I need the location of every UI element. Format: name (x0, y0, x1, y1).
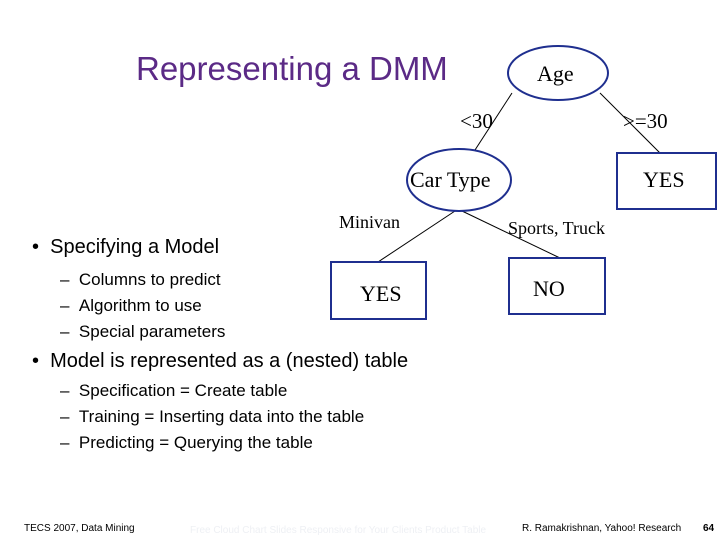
slide-title: Representing a DMM (136, 50, 448, 87)
node-car-type (406, 148, 512, 212)
node-age-label: Age (537, 61, 574, 86)
bullet-text: Specifying a Model (50, 236, 220, 258)
node-age (507, 45, 609, 101)
branch-over-30-label: >=30 (623, 109, 668, 133)
sub-bullet-text: Columns to predict (78, 270, 221, 289)
edge-age-yes (599, 92, 661, 154)
footer-right: R. Ramakrishnan, Yahoo! Research (522, 523, 682, 534)
branch-under-30-label: <30 (460, 109, 493, 133)
node-no (508, 257, 606, 315)
branch-minivan-label: Minivan (339, 212, 400, 232)
node-yes-left (330, 261, 427, 320)
node-yes-right-label: YES (643, 167, 685, 192)
sub-bullet-text: Specification = Create table (78, 381, 288, 400)
bullet-specifying-model: • Specifying a Model (32, 236, 220, 258)
footer-watermark: Free Cloud Chart Slides Responsive for Y… (190, 525, 487, 536)
page-number: 64 (703, 523, 715, 534)
sub-bullet-text: Algorithm to use (78, 296, 202, 315)
footer-left: TECS 2007, Data Mining (24, 523, 135, 534)
edge-cartype-yes (377, 210, 456, 263)
branch-sports-truck-label: Sports, Truck (508, 218, 606, 238)
sub-bullet: – Predicting = Querying the table (60, 433, 313, 452)
bullet-text: Model is represented as a (nested) table (50, 350, 409, 372)
node-car-type-label: Car Type (410, 167, 491, 192)
edge-cartype-no (461, 210, 561, 259)
sub-bullet: – Specification = Create table (60, 381, 288, 400)
sub-bullet-text: Special parameters (78, 322, 226, 341)
node-yes-left-label: YES (360, 281, 402, 306)
sub-bullet-text: Predicting = Querying the table (78, 433, 313, 452)
sub-bullet: – Special parameters (60, 322, 226, 341)
node-no-label: NO (533, 276, 565, 301)
sub-bullet-text: Training = Inserting data into the table (78, 407, 365, 426)
sub-bullet: – Algorithm to use (60, 296, 202, 315)
sub-bullet: – Columns to predict (60, 270, 221, 289)
node-yes-right (616, 152, 717, 210)
bullet-model-nested-table: • Model is represented as a (nested) tab… (32, 350, 409, 372)
sub-bullet: – Training = Inserting data into the tab… (60, 407, 365, 426)
